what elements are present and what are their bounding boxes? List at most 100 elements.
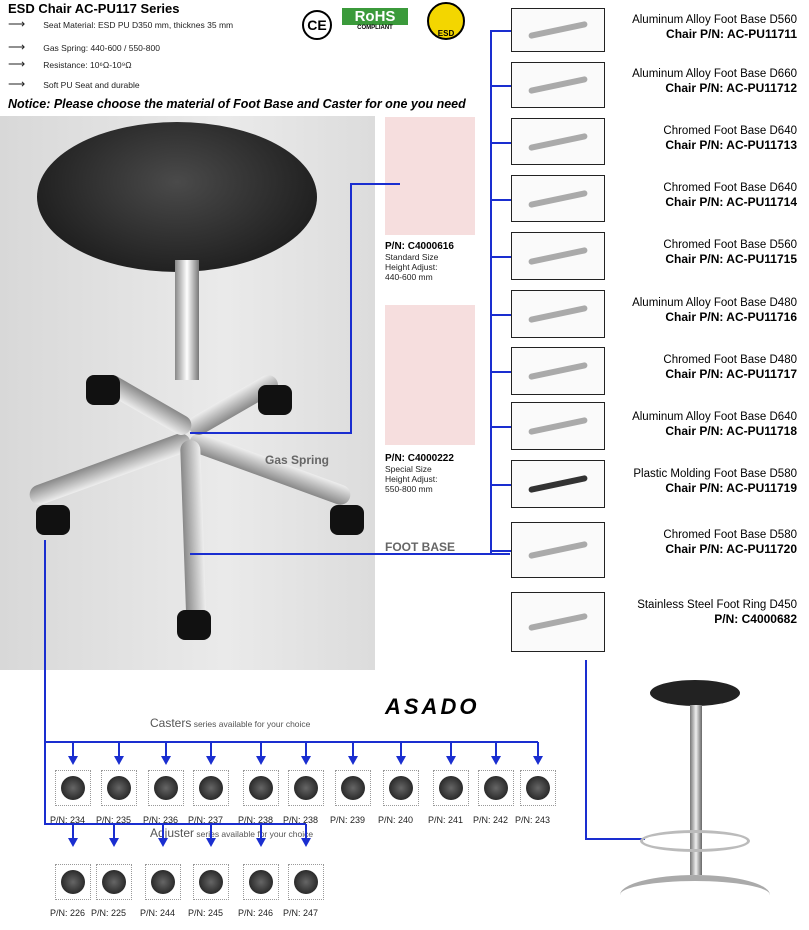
adjusters-title: Adjuster — [150, 826, 195, 840]
connector-line — [490, 256, 511, 258]
connector-line — [490, 141, 511, 144]
connector-line — [490, 550, 511, 552]
connector-line — [165, 742, 167, 756]
arrow-down-icon — [206, 756, 216, 765]
size-adjust: Height Adjust: — [385, 262, 438, 272]
foot-base-pn: Chair P/N: AC-PU11715 — [665, 252, 797, 266]
caster-image — [383, 770, 419, 806]
caster-wheel-icon — [294, 776, 318, 800]
caster-pn: P/N: 242 — [473, 815, 509, 825]
caster-image — [148, 770, 184, 806]
foot-base-pn: Chair P/N: AC-PU11711 — [666, 27, 797, 41]
caster-image — [478, 770, 514, 806]
foot-base-pn: Chair P/N: AC-PU11717 — [665, 367, 797, 381]
casters-title: Casters — [150, 716, 192, 730]
connector-line — [190, 432, 352, 434]
caster-wheel-icon — [107, 776, 131, 800]
connector-line — [44, 823, 306, 825]
connector-line — [400, 742, 402, 756]
product-chair-seat — [650, 680, 740, 706]
adjuster-pn: P/N: 244 — [140, 908, 176, 918]
foot-base-pn: Chair P/N: AC-PU11718 — [665, 424, 797, 438]
spec-text: Resistance: 10⁶Ω-10⁹Ω — [43, 60, 132, 70]
casters-sub: series available for your choice — [191, 719, 311, 729]
foot-base-name: Aluminum Alloy Foot Base D480 — [632, 297, 797, 309]
caster-wheel-icon — [526, 776, 550, 800]
foot-base-star-icon — [528, 246, 588, 266]
caster-pn: P/N: 235 — [96, 815, 132, 825]
spec-text: Gas Spring: 440-600 / 550-800 — [43, 43, 160, 53]
foot-base-image — [511, 290, 605, 338]
foot-base-star-icon — [528, 474, 588, 494]
foot-base-pn: P/N: C4000682 — [714, 612, 797, 626]
arrow-down-icon — [109, 838, 119, 847]
foot-base-star-icon — [528, 416, 588, 436]
caster-pn: P/N: 243 — [515, 815, 551, 825]
connector-line — [44, 741, 538, 743]
arrow-down-icon — [161, 756, 171, 765]
connector-line — [537, 742, 539, 756]
foot-base-name: Chromed Foot Base D640 — [663, 182, 797, 194]
connector-line — [210, 742, 212, 756]
connector-line — [260, 824, 262, 838]
standard-size-illustration — [385, 117, 475, 235]
connector-line — [490, 30, 511, 32]
caster-image — [193, 770, 229, 806]
foot-base-image — [511, 592, 605, 652]
foot-base-name: Chromed Foot Base D580 — [663, 529, 797, 541]
adjuster-glide-icon — [249, 870, 273, 894]
notice-text: Notice: Please choose the material of Fo… — [8, 97, 466, 112]
caster-pn: P/N: 240 — [378, 815, 414, 825]
foot-base-pn: Chair P/N: AC-PU11720 — [665, 542, 797, 556]
foot-base-image — [511, 232, 605, 280]
adjuster-glide-icon — [151, 870, 175, 894]
connector-line — [490, 314, 511, 316]
spec-item: ⟶ Gas Spring: 440-600 / 550-800 — [8, 40, 160, 54]
size-range: 550-800 mm — [385, 484, 433, 494]
connector-line — [72, 824, 74, 838]
foot-base-star-icon — [528, 189, 588, 208]
caster-wheel-icon — [484, 776, 508, 800]
connector-line — [350, 183, 352, 433]
foot-base-image — [511, 62, 605, 108]
connector-line — [450, 742, 452, 756]
arrow-down-icon — [396, 756, 406, 765]
spec-item: ⟶Resistance: 10⁶Ω-10⁹Ω — [8, 58, 132, 70]
adjuster-glide-icon — [61, 870, 85, 894]
adjuster-image — [55, 864, 91, 900]
caster-wheel-icon — [439, 776, 463, 800]
foot-base-star-icon — [528, 540, 588, 560]
foot-base-star-icon — [528, 20, 588, 40]
caster-wheel-icon — [154, 776, 178, 800]
caster-image — [258, 385, 292, 415]
arrow-down-icon — [301, 838, 311, 847]
caster-image — [335, 770, 371, 806]
caster-pn: P/N: 236 — [143, 815, 179, 825]
gas-spring-label: Gas Spring — [265, 453, 330, 467]
size-label: Special Size — [385, 464, 432, 474]
foot-base-image — [511, 118, 605, 165]
connector-line — [490, 85, 511, 87]
connector-line — [210, 824, 212, 838]
caster-pn: P/N: 234 — [50, 815, 86, 825]
foot-base-star-icon — [528, 361, 588, 381]
caster-wheel-icon — [249, 776, 273, 800]
connector-line — [72, 742, 74, 756]
foot-base-star-icon — [528, 304, 588, 324]
foot-base-pn: Chair P/N: AC-PU11713 — [665, 138, 797, 152]
size-pn: P/N: C4000222 — [385, 453, 454, 464]
foot-base-star-icon — [528, 612, 588, 632]
rohs-sub: COMPLIANT — [357, 25, 393, 31]
arrow-right-icon: ⟶ — [8, 40, 26, 54]
standard-size-info: P/N: C4000616 Standard Size Height Adjus… — [385, 241, 454, 282]
caster-wheel-icon — [341, 776, 365, 800]
size-pn: P/N: C4000616 — [385, 241, 454, 252]
caster-wheel-icon — [199, 776, 223, 800]
caster-image — [330, 505, 364, 535]
gas-spring-image — [175, 260, 199, 380]
